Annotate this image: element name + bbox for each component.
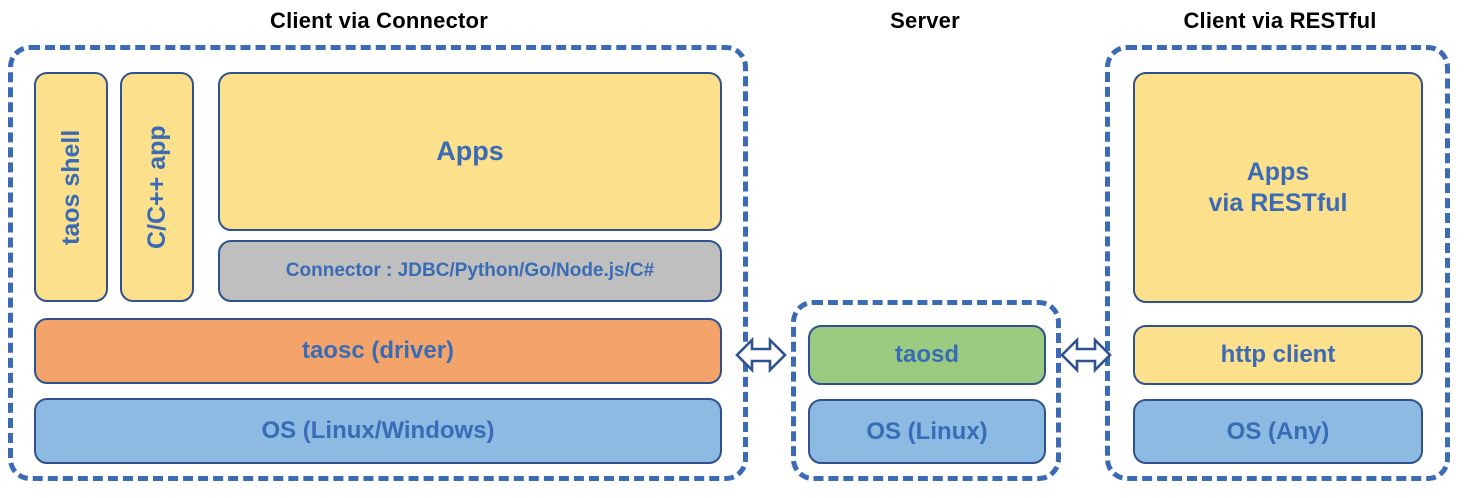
node-apps-via-restful-line1: Apps (1246, 158, 1310, 186)
node-os-linux-windows: OS (Linux/Windows) (34, 398, 722, 464)
group-client-via-connector (8, 45, 748, 481)
node-os-linux: OS (Linux) (808, 399, 1046, 464)
node-c-cpp-app: C/C++ app (120, 72, 194, 302)
node-taos-shell: taos shell (34, 72, 108, 302)
bidirectional-arrow-icon (1060, 329, 1112, 381)
group-server (791, 300, 1061, 481)
node-taosd: taosd (808, 325, 1046, 385)
node-apps: Apps (218, 72, 722, 231)
node-apps-via-restful: Apps via RESTful (1133, 72, 1423, 303)
node-http-client: http client (1133, 325, 1423, 385)
section-title-client-via-restful: Client via RESTful (1183, 8, 1377, 33)
section-title-client-via-connector: Client via Connector (270, 8, 488, 33)
node-apps-via-restful-line2: via RESTful (1208, 188, 1348, 217)
group-client-via-restful (1105, 45, 1450, 481)
section-title-server: Server (890, 8, 960, 33)
node-os-any: OS (Any) (1133, 399, 1423, 464)
bidirectional-arrow-icon (735, 329, 787, 381)
node-connector-list: Connector : JDBC/Python/Go/Node.js/C# (218, 240, 722, 302)
node-taosc-driver: taosc (driver) (34, 318, 722, 384)
